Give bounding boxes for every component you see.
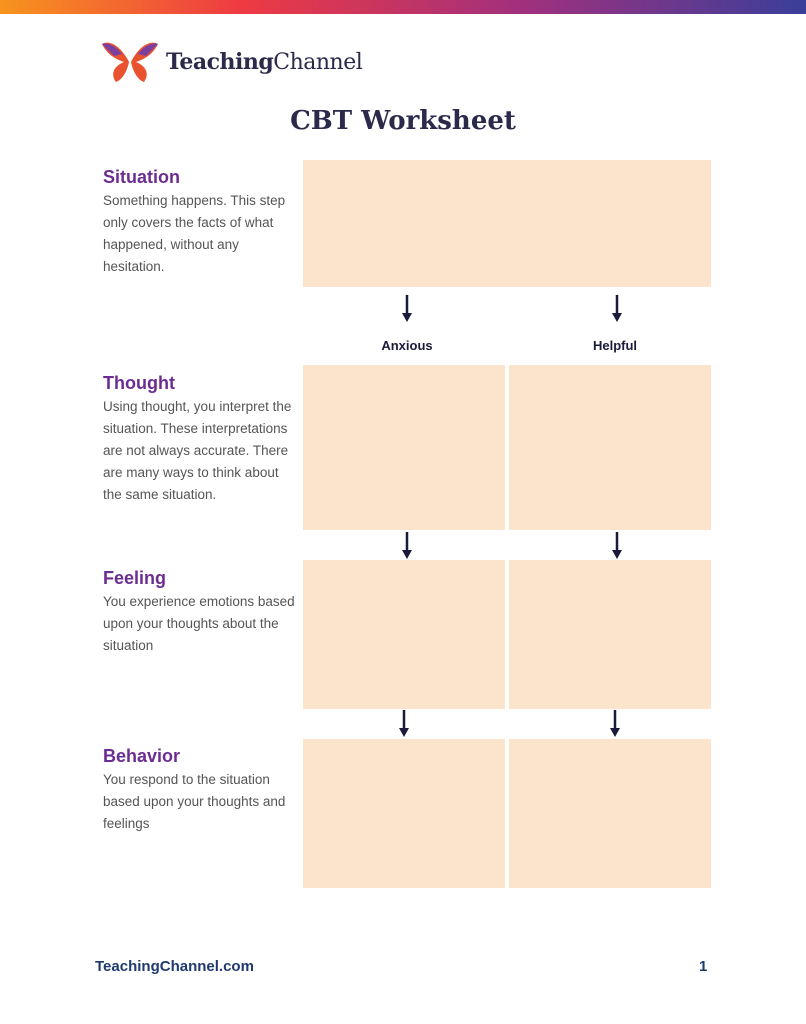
section-text: You experience emotions based upon your …	[103, 594, 295, 653]
butterfly-icon	[102, 42, 158, 82]
column-label-helpful: Helpful	[592, 338, 638, 353]
thought-anxious-box[interactable]	[303, 365, 505, 530]
top-gradient-bar	[0, 0, 806, 14]
page-number: 1	[699, 958, 708, 975]
feeling-helpful-box[interactable]	[509, 560, 711, 709]
brand-name-bold: Teaching	[166, 49, 274, 75]
arrow-down-icon	[399, 710, 409, 737]
section-text: Using thought, you interpret the situati…	[103, 399, 292, 502]
arrow-down-icon	[610, 710, 620, 737]
thought-helpful-box[interactable]	[509, 365, 711, 530]
arrow-down-icon	[402, 295, 412, 322]
section-text: Something happens. This step only covers…	[103, 193, 286, 274]
feeling-anxious-box[interactable]	[303, 560, 505, 709]
section-heading: Situation	[103, 167, 180, 187]
section-heading: Thought	[103, 373, 175, 393]
arrow-down-icon	[612, 295, 622, 322]
footer-site-link[interactable]: TeachingChannel.com	[95, 958, 254, 975]
situation-input-box[interactable]	[303, 160, 711, 287]
page-title: CBT Worksheet	[290, 106, 516, 136]
column-label-anxious: Anxious	[381, 338, 433, 353]
behavior-helpful-box[interactable]	[509, 739, 711, 888]
arrow-down-icon	[612, 532, 622, 559]
logo: TeachingChannel	[100, 40, 363, 84]
section-heading: Feeling	[103, 568, 167, 588]
behavior-anxious-box[interactable]	[303, 739, 505, 888]
arrow-down-icon	[402, 532, 412, 559]
section-heading: Behavior	[103, 746, 181, 766]
section-text: You respond to the situation based upon …	[103, 772, 286, 831]
brand-name-light: Channel	[273, 50, 363, 75]
